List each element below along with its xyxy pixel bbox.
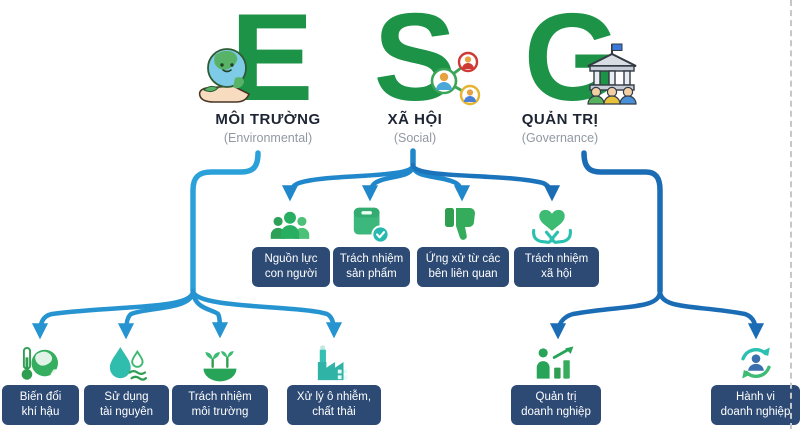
- social-box-social-responsibility: Trách nhiệm xã hội: [514, 247, 599, 287]
- env-box-environmental-responsibility: Trách nhiệm môi trường: [172, 385, 268, 425]
- box-label-line: doanh nghiệp: [521, 406, 591, 418]
- box-label-line: doanh nghiệp: [720, 406, 791, 418]
- box-label-line: Biến đổi: [19, 391, 62, 404]
- box-label-line: Hành vi: [736, 391, 775, 404]
- social-box-product-responsibility: Trách nhiệm sản phẩm: [333, 247, 410, 287]
- pillar-title-social: XÃ HỘI: [387, 111, 443, 128]
- sprout-globe-icon: [198, 346, 242, 382]
- box-label-line: Sử dụng: [104, 391, 149, 404]
- env-box-pollution-waste: Xử lý ô nhiễm, chất thải: [287, 385, 381, 425]
- env-box-resource-use: Sử dụng tài nguyên: [84, 385, 169, 425]
- factory-icon: [312, 344, 356, 382]
- box-label-line: Trách nhiệm: [339, 253, 404, 266]
- pillar-subtitle-environmental: (Environmental): [223, 131, 313, 145]
- gov-box-corporate-behavior: Hành vi doanh nghiệp: [711, 385, 800, 425]
- box-label-line: xã hội: [541, 268, 572, 280]
- box-label-line: con người: [264, 268, 318, 280]
- pillar-title-environmental: MÔI TRƯỜNG: [215, 111, 321, 128]
- env-box-climate-change: Biến đổi khí hậu: [2, 385, 79, 425]
- box-label-line: khí hậu: [21, 406, 60, 418]
- earth-in-hand-icon: [194, 42, 258, 108]
- box-label-line: Ứng xử từ các: [425, 253, 501, 266]
- box-label-line: sản phẩm: [346, 268, 397, 280]
- product-check-icon: [348, 204, 392, 244]
- social-box-stakeholder-conduct: Ứng xử từ các bên liên quan: [417, 247, 509, 287]
- people-network-icon: [426, 50, 482, 108]
- pillar-title-governance: QUẢN TRỊ: [521, 111, 599, 128]
- pillar-subtitle-governance: (Governance): [521, 131, 599, 145]
- box-label-line: Trách nhiệm: [188, 391, 252, 404]
- box-label-line: bên liên quan: [428, 268, 498, 280]
- pillar-subtitle-social: (Social): [393, 131, 437, 145]
- box-label-line: môi trường: [191, 406, 249, 418]
- institution-people-icon: [576, 42, 648, 106]
- climate-thermometer-globe-icon: [18, 346, 62, 382]
- growth-chart-person-icon: [534, 344, 578, 382]
- box-label-line: Xử lý ô nhiễm,: [296, 391, 372, 404]
- social-box-human-resources: Nguồn lực con người: [252, 247, 330, 287]
- box-label-line: Quản trị: [535, 391, 577, 404]
- person-cycle-icon: [734, 344, 778, 382]
- water-drops-icon: [104, 346, 148, 382]
- box-label-line: tài nguyên: [99, 406, 154, 418]
- letter-s: S: [373, 0, 457, 127]
- gov-box-corporate-governance: Quản trị doanh nghiệp: [511, 385, 601, 425]
- dashed-trim-line: [790, 0, 792, 429]
- box-label-line: Nguồn lực: [264, 253, 318, 266]
- thumbs-down-icon: [440, 206, 484, 244]
- heart-in-hands-icon: [530, 204, 574, 244]
- team-icon: [268, 206, 312, 244]
- box-label-line: Trách nhiệm: [524, 253, 589, 266]
- box-label-line: chất thải: [312, 406, 356, 418]
